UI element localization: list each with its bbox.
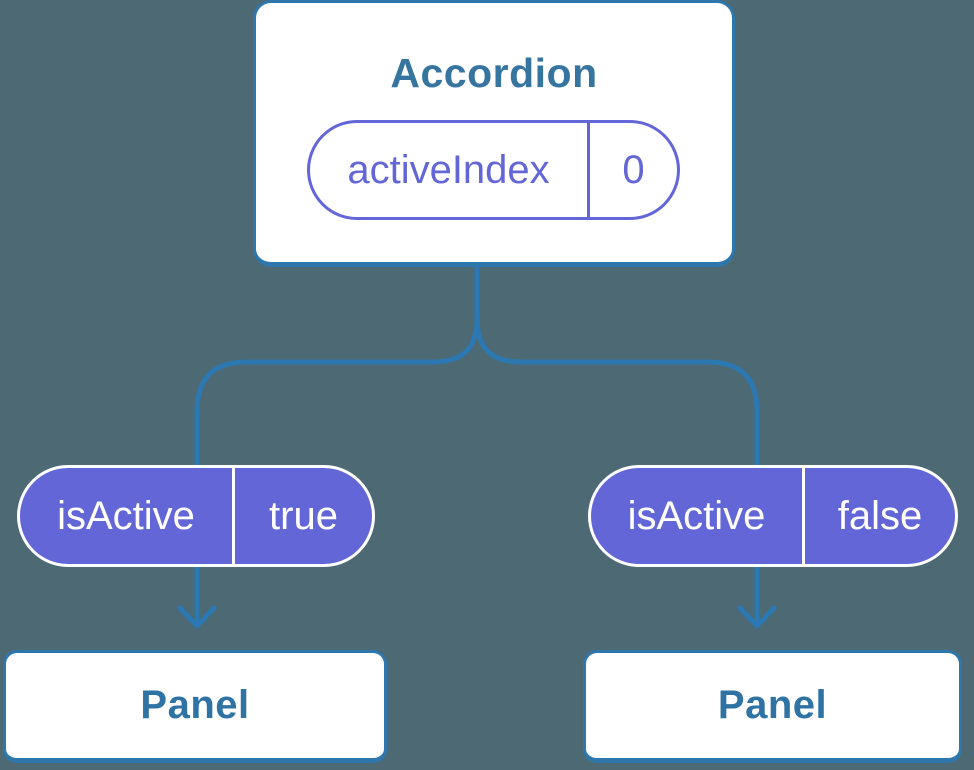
panel-node-left: Panel bbox=[3, 650, 387, 763]
state-pill: activeIndex 0 bbox=[307, 120, 680, 220]
prop-pill-right: isActive false bbox=[588, 465, 958, 567]
panel-node-right: Panel bbox=[583, 650, 962, 763]
prop-name: isActive bbox=[20, 468, 235, 564]
state-value: 0 bbox=[622, 147, 645, 192]
accordion-node: Accordion activeIndex 0 bbox=[253, 0, 735, 267]
prop-name: isActive bbox=[591, 468, 805, 564]
prop-value: true bbox=[269, 493, 338, 538]
connector-branch-left bbox=[194, 315, 480, 625]
arrow-down-icon bbox=[177, 605, 217, 629]
prop-value: false bbox=[837, 493, 923, 538]
accordion-title: Accordion bbox=[390, 49, 598, 96]
state-name: activeIndex bbox=[310, 123, 590, 217]
connector-branch-right bbox=[474, 315, 760, 625]
arrow-down-icon bbox=[737, 605, 777, 629]
prop-pill-left: isActive true bbox=[17, 465, 375, 567]
